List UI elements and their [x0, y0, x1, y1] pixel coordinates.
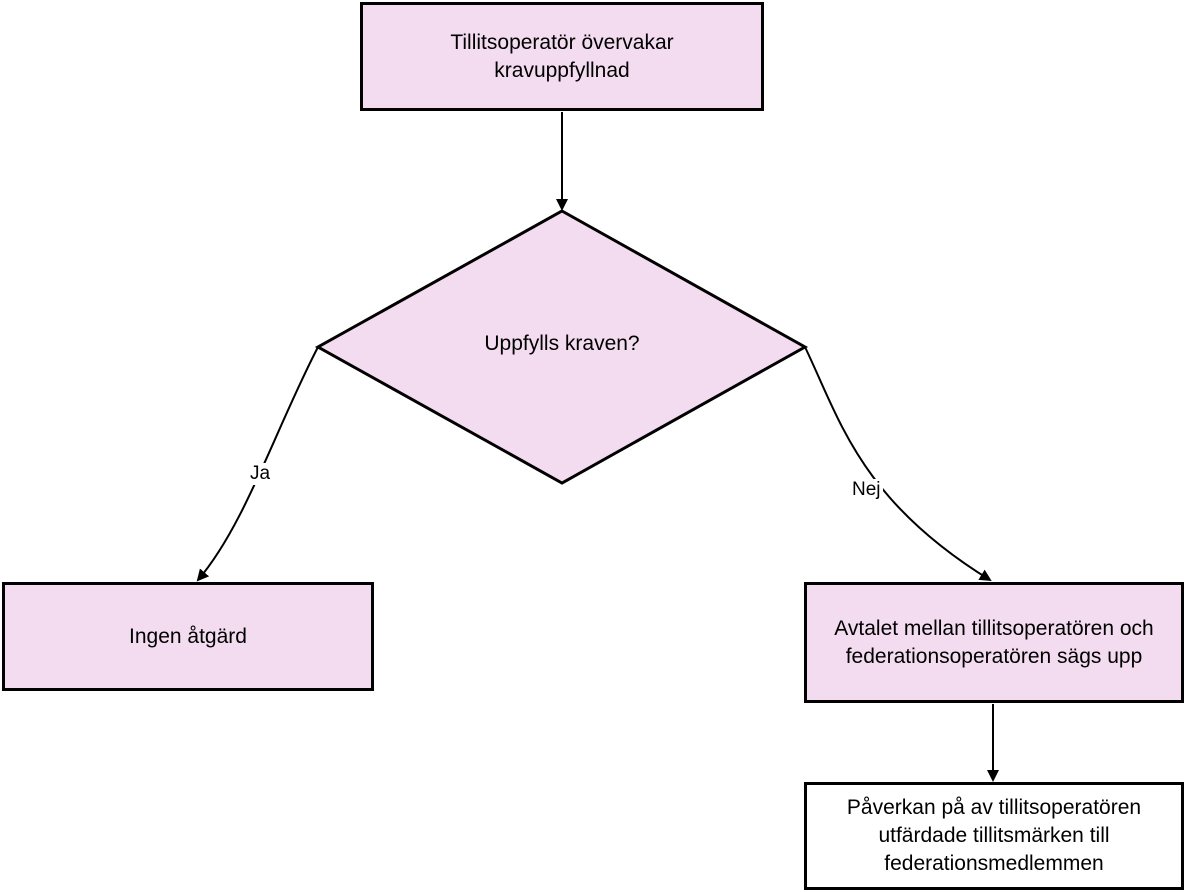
edge-no: [804, 346, 992, 582]
node-start-line-1: Tillitsoperatör övervakar: [450, 30, 674, 54]
node-impact: Påverkan på av tillitsoperatören utfärda…: [804, 782, 1184, 890]
edge-label-no: Nej: [850, 479, 883, 501]
node-start-line-2: kravuppfyllnad: [494, 58, 630, 82]
node-terminate-line-1: Avtalet mellan tillitsoperatören och: [834, 616, 1154, 640]
decision-label: Uppfylls kraven?: [484, 332, 640, 355]
node-no-action: Ingen åtgärd: [2, 582, 374, 691]
node-impact-line-1: Påverkan på av tillitsoperatören: [846, 796, 1142, 819]
node-start: Tillitsoperatör övervakar kravuppfyllnad: [360, 2, 764, 111]
node-terminate-line-2: federationsoperatören sägs upp: [845, 644, 1143, 668]
node-terminate-agreement: Avtalet mellan tillitsoperatören och fed…: [804, 582, 1184, 703]
node-no-action-line-1: Ingen åtgärd: [129, 624, 247, 648]
node-impact-line-2: utfärdade tillitsmärken till: [878, 824, 1110, 847]
node-impact-line-3: federationsmedlemmen: [884, 852, 1104, 875]
decision-diamond: [314, 209, 809, 485]
edge-label-yes: Ja: [248, 463, 273, 485]
